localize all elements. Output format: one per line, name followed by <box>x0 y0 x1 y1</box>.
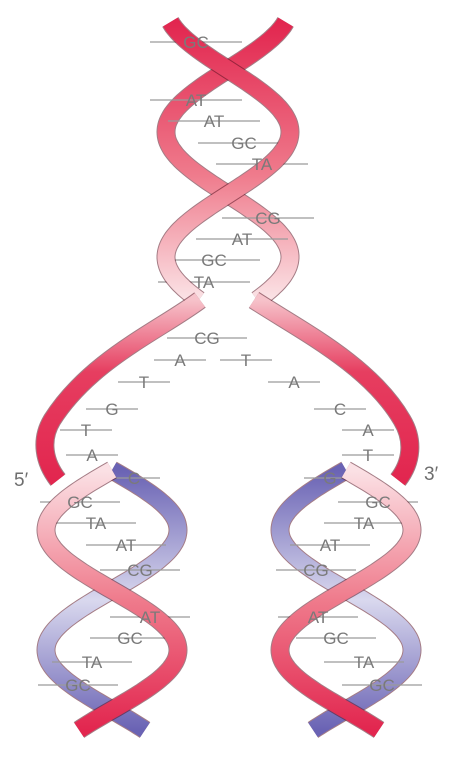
unpaired-left-4: A <box>86 446 98 465</box>
fork-arm-right <box>249 292 419 486</box>
parent-pair-3: GC <box>231 134 257 153</box>
parent-pair-0: GC <box>183 33 209 52</box>
parent-pair-4: TA <box>252 155 273 174</box>
unpaired-left-3: T <box>81 421 91 440</box>
daughter-right-pair-4: AT <box>308 608 328 627</box>
unpaired-right-0: T <box>241 351 251 370</box>
daughter-right-pair-1: TA <box>354 514 375 533</box>
parent-pair-5: CG <box>255 209 281 228</box>
daughter-right-pair-2: AT <box>320 536 340 555</box>
base-labels: GCATATGCTACGATGCTACGATGTACTACATGGCTAATCG… <box>65 33 395 695</box>
daughter-right-pair-5: GC <box>323 629 349 648</box>
fork-pair: CG <box>194 329 220 348</box>
parent-strand-right <box>271 462 421 738</box>
daughter-right-pair-7: GC <box>369 676 395 695</box>
daughter-left-pair-0: GC <box>67 493 93 512</box>
parent-pair-2: AT <box>204 112 224 131</box>
five-prime-label: 5′ <box>14 470 29 491</box>
new-strand-right <box>271 462 421 738</box>
parent-pair-6: AT <box>232 230 252 249</box>
daughter-right-pair-6: TA <box>354 653 375 672</box>
daughter-right-pair-3: CG <box>303 561 329 580</box>
daughter-left-pair-5: GC <box>117 629 143 648</box>
unpaired-right-5: G <box>323 469 336 488</box>
unpaired-left-0: A <box>174 351 186 370</box>
daughter-left-pair-7: GC <box>65 676 91 695</box>
parent-pair-1: AT <box>186 91 206 110</box>
daughter-left-pair-3: CG <box>127 561 153 580</box>
parent-pair-7: GC <box>201 251 227 270</box>
parent-pair-8: TA <box>194 273 215 292</box>
daughter-left-pair-2: AT <box>116 536 136 555</box>
three-prime-label: 3′ <box>424 464 439 485</box>
daughter-left-pair-1: TA <box>86 514 107 533</box>
unpaired-right-4: T <box>363 446 373 465</box>
fork-arm-left <box>36 293 206 486</box>
unpaired-left-5: C <box>128 469 140 488</box>
new-strand-left <box>37 462 187 738</box>
unpaired-right-2: C <box>334 400 346 419</box>
parent-strand-left <box>37 462 187 738</box>
front-strands <box>35 17 422 738</box>
daughter-left-pair-6: TA <box>82 653 103 672</box>
unpaired-right-1: A <box>288 373 300 392</box>
daughter-right-pair-0: GC <box>365 493 391 512</box>
unpaired-right-3: A <box>362 421 374 440</box>
daughter-left-pair-4: AT <box>140 608 160 627</box>
base-pair-lines <box>38 41 422 686</box>
parent-strand-b <box>157 17 299 307</box>
unpaired-left-2: G <box>105 400 118 419</box>
unpaired-left-1: T <box>139 373 149 392</box>
